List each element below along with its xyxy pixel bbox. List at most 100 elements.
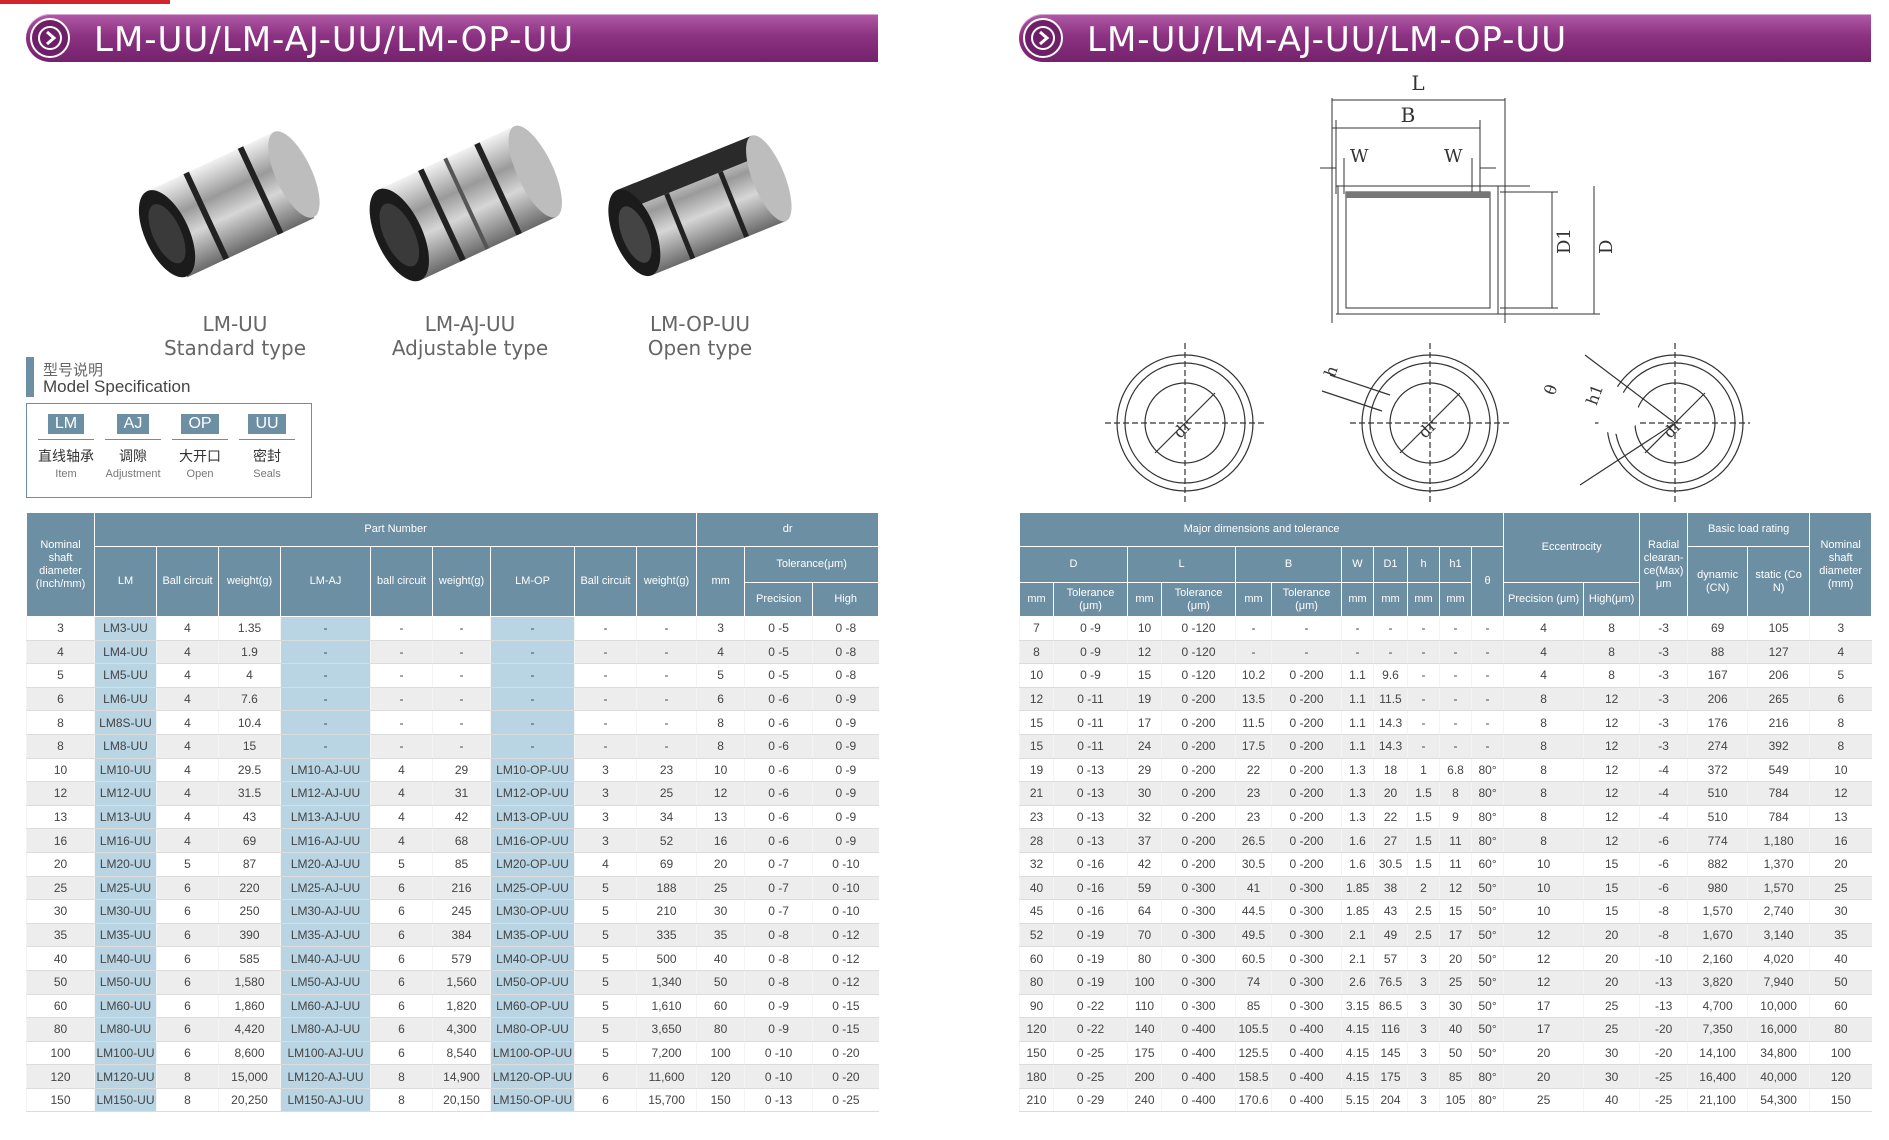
table-cell: 25 [1583, 994, 1640, 1019]
part-number-cell: - [490, 734, 575, 759]
table-cell: 15 [1583, 899, 1640, 924]
table-cell: 8 [1583, 640, 1640, 665]
table-cell: 50° [1470, 876, 1504, 901]
table-cell: 3 [1407, 1088, 1440, 1113]
table-cell: 0 -300 [1271, 994, 1342, 1019]
table-cell: 0 -20 [812, 1064, 879, 1089]
table-cell: 12 [26, 781, 95, 806]
table-cell: 510 [1687, 781, 1748, 806]
table-cell: 3,650 [635, 1017, 697, 1042]
table-cell: 12 [1583, 758, 1640, 783]
table-cell: 579 [432, 946, 491, 971]
dim-B: B [1401, 103, 1416, 127]
header-mm: mm [1439, 582, 1472, 617]
table-cell: 50° [1470, 970, 1504, 995]
table-cell: 85 [1235, 994, 1272, 1019]
table-cell: 1 [1407, 758, 1440, 783]
model-spec-title-en: Model Specification [43, 377, 191, 396]
table-cell: 52 [1019, 923, 1054, 948]
part-number-cell: LM50-UU [94, 970, 157, 995]
table-cell: 20 [1583, 946, 1640, 971]
table-cell: 10.4 [218, 710, 281, 735]
table-cell: 8 [1503, 687, 1584, 712]
table-cell: 0 -16 [1053, 852, 1128, 877]
table-cell: - [370, 616, 433, 641]
table-cell: 6 [370, 994, 433, 1019]
part-number-cell: - [490, 710, 575, 735]
part-number-cell: LM16-AJ-UU [280, 828, 371, 853]
label-dr: dr [1169, 416, 1195, 442]
table-cell: 0 -300 [1271, 899, 1342, 924]
table-cell: 68 [432, 828, 491, 853]
table-cell: 21 [1019, 781, 1054, 806]
table-cell: 4 [1503, 616, 1584, 641]
table-cell: 3 [574, 805, 637, 830]
table-cell: 120 [696, 1064, 745, 1089]
table-cell: 34,800 [1747, 1041, 1810, 1066]
table-cell: 8 [26, 710, 95, 735]
table-cell: 8 [1809, 710, 1872, 735]
table-cell: 0 -13 [1053, 828, 1128, 853]
table-cell: 64 [1127, 899, 1162, 924]
table-cell: 6 [574, 1088, 637, 1113]
part-number-cell: - [280, 616, 371, 641]
table-cell: 20 [1503, 1041, 1584, 1066]
table-cell: 0 -12 [812, 946, 879, 971]
table-cell: 3 [574, 828, 637, 853]
product-type: Open type [647, 336, 753, 360]
table-cell: 15,000 [218, 1064, 281, 1089]
table-cell: - [432, 687, 491, 712]
table-cell: 6 [370, 1041, 433, 1066]
table-cell: 1.1 [1341, 663, 1374, 688]
part-number-cell: LM35-UU [94, 923, 157, 948]
table-cell: 44.5 [1235, 899, 1272, 924]
table-cell: 1,180 [1747, 828, 1810, 853]
table-cell: 245 [432, 899, 491, 924]
table-cell: 0 -8 [812, 616, 879, 641]
table-cell: 6 [156, 946, 219, 971]
part-number-cell: LM25-OP-UU [490, 876, 575, 901]
table-cell: 1,670 [1687, 923, 1748, 948]
table-cell: 0 -8 [744, 946, 813, 971]
model-spec-item: AJ 调隙 Adjustment [100, 414, 166, 480]
table-cell: 40 [696, 946, 745, 971]
table-cell: 204 [1373, 1088, 1408, 1113]
table-cell: 12 [1583, 734, 1640, 759]
table-cell: - [635, 687, 697, 712]
table-cell: 100 [26, 1041, 95, 1066]
table-cell: 8 [370, 1064, 433, 1089]
table-cell: 5 [574, 876, 637, 901]
table-cell: 6 [370, 1017, 433, 1042]
table-cell: 70 [1127, 923, 1162, 948]
table-cell: 1,570 [1687, 899, 1748, 924]
table-cell: 0 -8 [812, 640, 879, 665]
table-cell: 42 [1127, 852, 1162, 877]
part-number-cell: LM35-AJ-UU [280, 923, 371, 948]
header-eccentricity: Eccentrocity [1503, 512, 1641, 583]
table-cell: 2,740 [1747, 899, 1810, 924]
header-mm: mm [696, 546, 746, 617]
table-cell: -3 [1639, 640, 1688, 665]
model-spec-item: LM 直线轴承 Item [33, 414, 99, 480]
table-cell: 4 [370, 758, 433, 783]
table-cell: 12 [1503, 970, 1584, 995]
part-number-cell: - [490, 616, 575, 641]
table-cell: 384 [432, 923, 491, 948]
table-cell: - [1235, 616, 1272, 641]
table-cell: - [1407, 710, 1440, 735]
table-cell: 0 -12 [812, 923, 879, 948]
header-nominal: Nominal shaft diameter (Inch/mm) [26, 512, 95, 617]
table-cell: 15 [1583, 876, 1640, 901]
table-cell: - [370, 640, 433, 665]
table-cell: 60 [696, 994, 745, 1019]
